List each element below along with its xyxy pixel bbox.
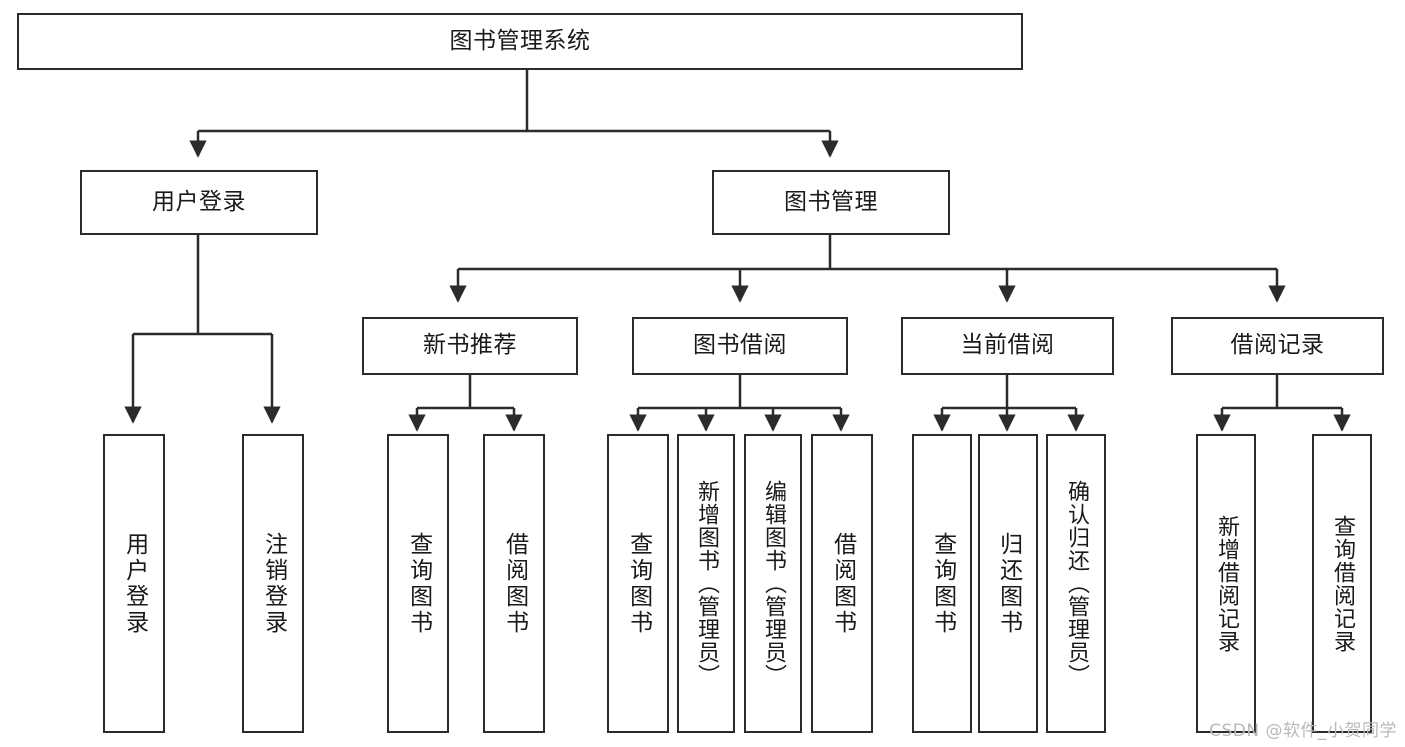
node-leaf-user-login[interactable]: 用户登录 bbox=[103, 434, 165, 733]
node-leaf-add-book[interactable]: 新增图书（管理员） bbox=[677, 434, 735, 733]
node-leaf-edit-book[interactable]: 编辑图书（管理员） bbox=[744, 434, 802, 733]
node-leaf-user-logout[interactable]: 注销登录 bbox=[242, 434, 304, 733]
node-leaf-add-book-label: 新增图书（管理员） bbox=[693, 480, 719, 687]
node-current-borrow-label: 当前借阅 bbox=[960, 332, 1055, 359]
node-book-borrow[interactable]: 图书借阅 bbox=[632, 317, 848, 375]
node-borrow-record[interactable]: 借阅记录 bbox=[1171, 317, 1384, 375]
node-user-login[interactable]: 用户登录 bbox=[80, 170, 318, 235]
node-leaf-borrow-book-1-label: 借阅图书 bbox=[501, 531, 528, 636]
node-leaf-query-book-1[interactable]: 查询图书 bbox=[387, 434, 449, 733]
node-leaf-query-record-label: 查询借阅记录 bbox=[1329, 514, 1355, 653]
node-leaf-borrow-book-1[interactable]: 借阅图书 bbox=[483, 434, 545, 733]
node-leaf-query-book-1-label: 查询图书 bbox=[405, 531, 432, 636]
node-leaf-user-login-label: 用户登录 bbox=[121, 531, 148, 636]
node-leaf-query-book-3-label: 查询图书 bbox=[929, 531, 956, 636]
node-book-manage-label: 图书管理 bbox=[784, 188, 878, 215]
node-user-login-label: 用户登录 bbox=[152, 188, 246, 215]
node-leaf-edit-book-label: 编辑图书（管理员） bbox=[760, 480, 786, 687]
node-book-manage[interactable]: 图书管理 bbox=[712, 170, 950, 235]
node-new-book-recommend[interactable]: 新书推荐 bbox=[362, 317, 578, 375]
node-leaf-borrow-book-2-label: 借阅图书 bbox=[829, 531, 856, 636]
node-leaf-return-book-label: 归还图书 bbox=[995, 531, 1022, 636]
node-borrow-record-label: 借阅记录 bbox=[1230, 332, 1325, 359]
node-leaf-add-record-label: 新增借阅记录 bbox=[1213, 514, 1239, 653]
node-leaf-query-book-2-label: 查询图书 bbox=[625, 531, 652, 636]
node-leaf-user-logout-label: 注销登录 bbox=[260, 531, 287, 636]
node-leaf-borrow-book-2[interactable]: 借阅图书 bbox=[811, 434, 873, 733]
node-root[interactable]: 图书管理系统 bbox=[17, 13, 1023, 70]
node-new-book-recommend-label: 新书推荐 bbox=[423, 332, 517, 359]
node-leaf-add-record[interactable]: 新增借阅记录 bbox=[1196, 434, 1256, 733]
node-leaf-return-book[interactable]: 归还图书 bbox=[978, 434, 1038, 733]
node-leaf-query-record[interactable]: 查询借阅记录 bbox=[1312, 434, 1372, 733]
node-leaf-query-book-2[interactable]: 查询图书 bbox=[607, 434, 669, 733]
node-current-borrow[interactable]: 当前借阅 bbox=[901, 317, 1114, 375]
node-leaf-confirm-return-label: 确认归还（管理员） bbox=[1063, 480, 1089, 687]
node-book-borrow-label: 图书借阅 bbox=[693, 332, 787, 359]
node-root-label: 图书管理系统 bbox=[449, 27, 591, 54]
node-leaf-confirm-return[interactable]: 确认归还（管理员） bbox=[1046, 434, 1106, 733]
node-leaf-query-book-3[interactable]: 查询图书 bbox=[912, 434, 972, 733]
